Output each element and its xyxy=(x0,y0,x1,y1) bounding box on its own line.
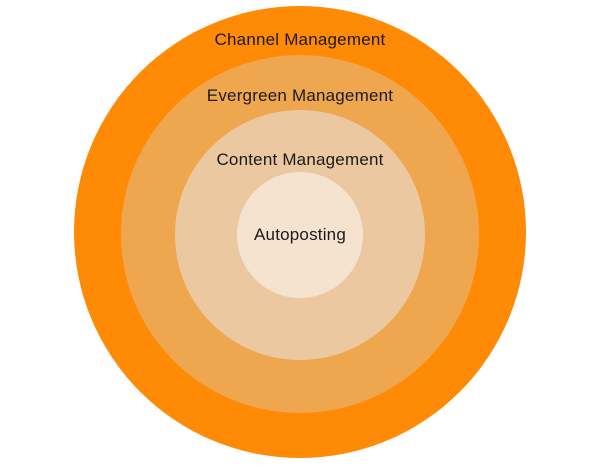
ring-autoposting xyxy=(237,172,363,298)
label-autoposting: Autoposting xyxy=(254,225,346,244)
label-content-management: Content Management xyxy=(216,150,384,169)
label-evergreen-management: Evergreen Management xyxy=(206,86,394,105)
label-channel-management: Channel Management xyxy=(214,30,386,49)
